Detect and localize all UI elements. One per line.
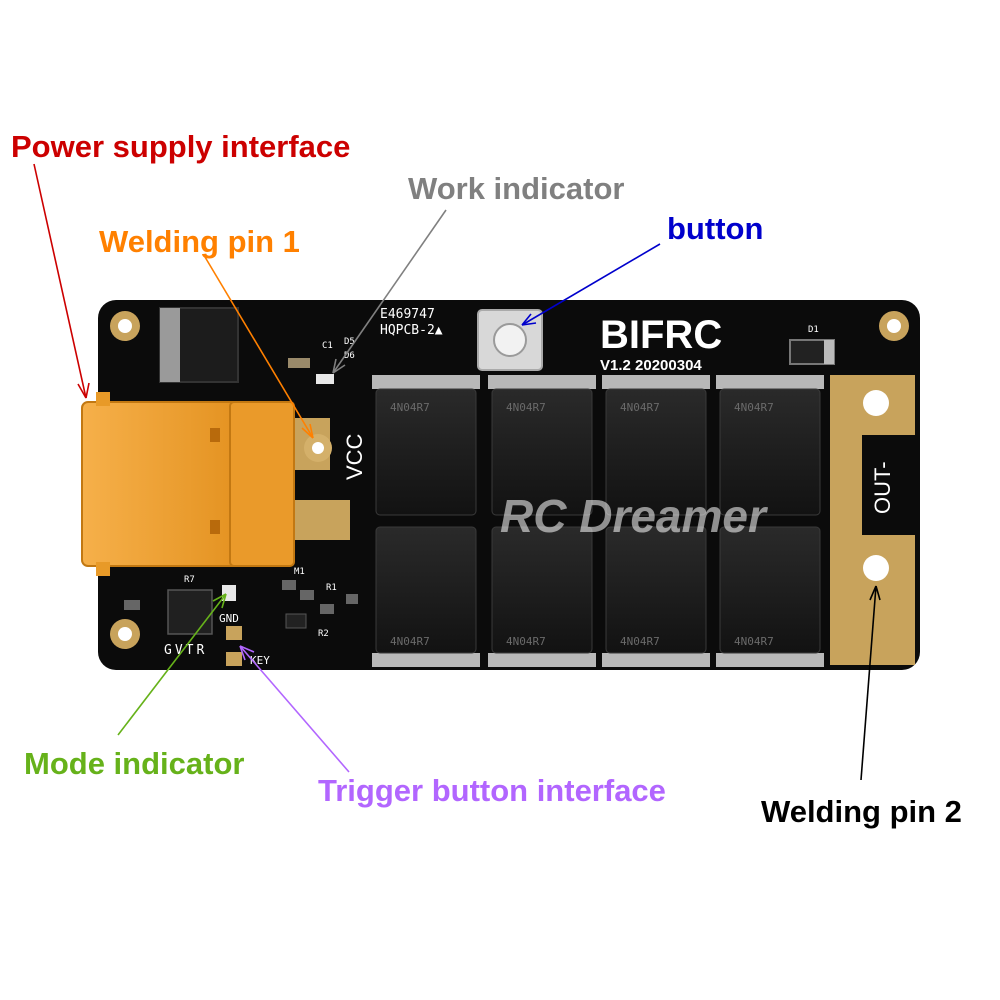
- welding-pin-2-top-pad: [863, 390, 889, 416]
- mosfet-grid: 4N04R7 4N04R7 4N04R7 4N04R7 4N04R7 4N04R7 4N04…: [372, 375, 824, 667]
- mosfet: 4N04R7: [602, 526, 710, 667]
- mosfet: 4N04R7: [372, 375, 480, 516]
- mosfet: 4N04R7: [488, 375, 596, 516]
- mounting-hole: [110, 311, 140, 341]
- welding-pin-2-trace: [830, 375, 915, 665]
- work-indicator-led: [316, 374, 334, 384]
- board-pcb-code: HQPCB-2▲: [380, 323, 443, 338]
- mounting-hole: [879, 311, 909, 341]
- board-d1-label: D1: [808, 325, 819, 335]
- mosfet: 4N04R7: [716, 526, 824, 667]
- mosfet-code: 4N04R7: [620, 635, 660, 648]
- mcu-chip: [167, 589, 213, 635]
- mosfet-code: 4N04R7: [506, 635, 546, 648]
- board-cert-code: E469747: [380, 307, 435, 322]
- board-gnd-label: GND: [219, 612, 239, 625]
- power-supply-arrow: [33, 163, 90, 399]
- mosfet: 4N04R7: [488, 526, 596, 667]
- mosfet: 4N04R7: [602, 375, 710, 516]
- watermark: RC Dreamer: [500, 490, 768, 542]
- mosfet-code: 4N04R7: [390, 401, 430, 414]
- mode-indicator-arrow: [117, 593, 227, 736]
- welding-pin-2-pad: [863, 555, 889, 581]
- mosfet-code: 4N04R7: [734, 635, 774, 648]
- label-welding-pin-1: Welding pin 1: [99, 224, 300, 259]
- trigger-button-arrow: [239, 645, 350, 773]
- board-gvtr-label: GVTR: [164, 643, 207, 658]
- board-vcc-label: VCC: [342, 433, 367, 480]
- xt-power-connector: [81, 392, 295, 576]
- board-out-label: OUT-: [870, 461, 895, 514]
- board-d5-label: D5: [344, 337, 355, 347]
- mosfet: 4N04R7: [716, 375, 824, 516]
- label-button: button: [667, 211, 764, 246]
- label-power-supply-interface: Power supply interface: [11, 129, 351, 164]
- smd-component: [346, 594, 358, 604]
- board-r2-label: R2: [318, 629, 329, 639]
- board-version: V1.2 20200304: [600, 357, 702, 374]
- trigger-pad-key: [226, 652, 242, 666]
- smd-component: [282, 580, 296, 590]
- smd-component: [320, 604, 334, 614]
- mosfet: 4N04R7: [372, 526, 480, 667]
- board-m1-label: M1: [294, 567, 305, 577]
- welding-pin-1-arrow: [204, 256, 314, 439]
- mosfet-code: 4N04R7: [506, 401, 546, 414]
- welding-pin-1-pad: [304, 434, 332, 462]
- mosfet-code: 4N04R7: [620, 401, 660, 414]
- work-indicator-arrow: [332, 209, 447, 374]
- welding-pin-2-arrow: [860, 585, 881, 781]
- board-brand: BIFRC: [600, 313, 722, 357]
- label-trigger-button-interface: Trigger button interface: [318, 773, 666, 808]
- board-c1-label: C1: [322, 341, 333, 351]
- mosfet-code: 4N04R7: [734, 401, 774, 414]
- smd-component: [300, 590, 314, 600]
- board-d6-label: D6: [344, 351, 355, 361]
- label-work-indicator: Work indicator: [408, 171, 625, 206]
- smd-component: [285, 613, 307, 629]
- board-r1-label: R1: [326, 583, 337, 593]
- smd-component: [124, 600, 140, 610]
- trigger-pad-gnd: [226, 626, 242, 640]
- button-arrow: [521, 243, 661, 326]
- mounting-hole: [110, 619, 140, 649]
- mosfet-code: 4N04R7: [390, 635, 430, 648]
- label-welding-pin-2: Welding pin 2: [761, 794, 962, 829]
- label-mode-indicator: Mode indicator: [24, 746, 245, 781]
- board-r7-label: R7: [184, 575, 195, 585]
